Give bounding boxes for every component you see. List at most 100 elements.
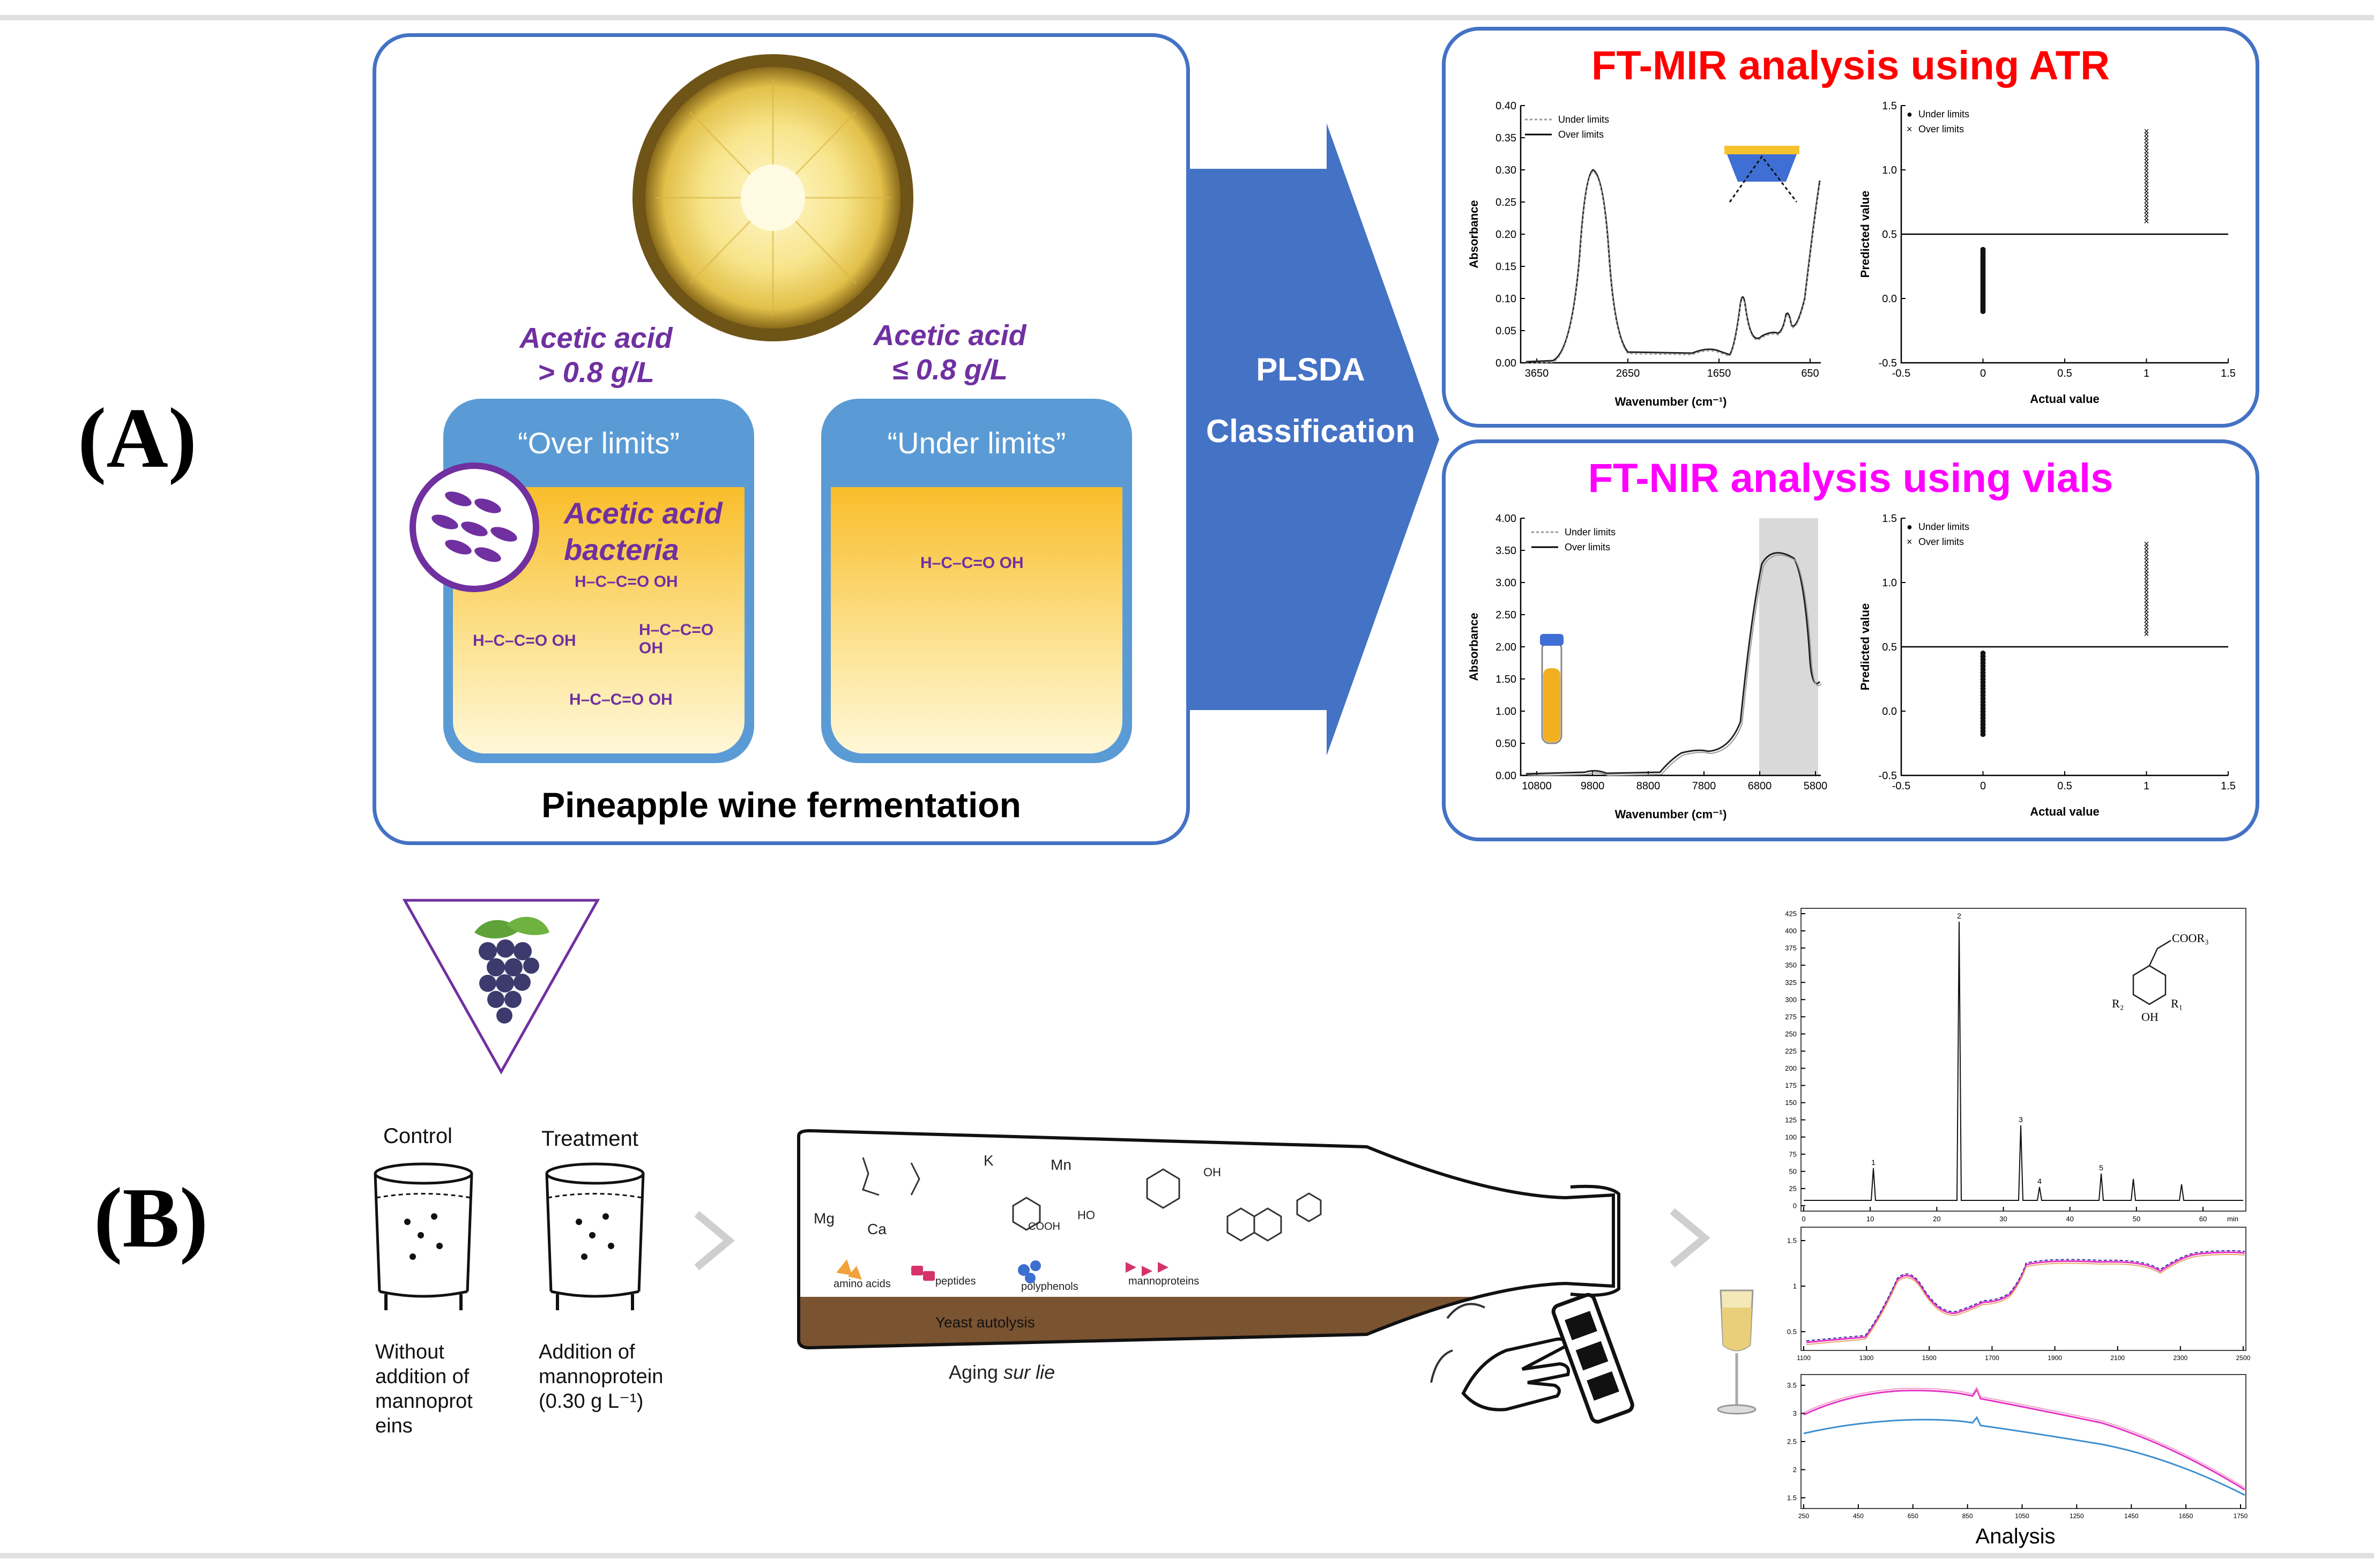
x-tick-label: 2650	[1616, 368, 1640, 379]
point-over: ×	[2144, 612, 2149, 623]
point-over: ×	[2144, 136, 2149, 147]
phenol-ring	[2132, 965, 2167, 1005]
y-tick-label: 0.00	[1495, 357, 1516, 369]
pineapple-slice-icon	[632, 54, 913, 341]
x-tick-label: 40	[2066, 1215, 2073, 1223]
point-over: ×	[2144, 176, 2149, 186]
x-axis-label: Actual value	[2030, 392, 2100, 406]
legend-label: Over limits	[1558, 129, 1604, 140]
x-tick-label: 10800	[1522, 780, 1552, 792]
y-tick-label: 275	[1785, 1013, 1797, 1021]
y-tick-label: 0.20	[1495, 229, 1516, 241]
bottle-ion-mg: Mg	[814, 1210, 835, 1227]
point-over: ×	[2144, 575, 2149, 586]
y-tick-label: 3.00	[1495, 577, 1516, 589]
point-over: ×	[2144, 150, 2149, 160]
hplc-chromatogram: 4254003753503253002752502252001751501251…	[1785, 908, 2246, 1223]
point-over: ×	[2144, 143, 2149, 153]
point-over: ×	[2144, 192, 2149, 203]
legend-label: Under limits	[1918, 109, 1969, 120]
point-over: ×	[2144, 579, 2149, 589]
side-chain	[2148, 939, 2171, 966]
y-tick-label: 75	[1789, 1150, 1797, 1158]
legend-marker: ×	[1907, 124, 1912, 135]
y-axis-label: Predicted value	[1858, 191, 1872, 278]
chromatogram-trace	[1804, 921, 2243, 1201]
y-tick-label: 0.05	[1495, 325, 1516, 337]
chevron-right-icon	[1670, 1208, 1710, 1267]
x-tick-label: 1650	[2179, 1512, 2193, 1520]
grape-icon	[402, 899, 600, 1075]
uvvis-line-magenta	[1803, 1387, 2245, 1491]
point-over: ×	[2144, 629, 2149, 639]
under-acid-header: Acetic acid ≤ 0.8 g/L	[873, 319, 1026, 386]
x-tick-label: 1900	[2048, 1354, 2062, 1362]
peak-label: 5	[2099, 1163, 2103, 1172]
point-over: ×	[2144, 585, 2149, 596]
bottle-ion-k: K	[984, 1152, 994, 1169]
ft-nir-spectrum: 4.003.503.002.502.001.501.000.500.001080…	[1467, 513, 1827, 821]
chevron-right-icon	[694, 1211, 735, 1270]
x-tick-label: 1700	[1985, 1354, 1999, 1362]
y-tick-label: 100	[1785, 1133, 1797, 1141]
atr-crystal-top	[1724, 146, 1799, 154]
vial-liquid	[1543, 668, 1560, 742]
x-tick-label: 1	[2144, 368, 2149, 379]
point-over: ×	[2144, 216, 2149, 227]
x-axis-label: Actual value	[2030, 805, 2100, 818]
y-tick-label: 0.5	[1882, 229, 1897, 241]
x-tick-label: 6800	[1748, 780, 1772, 792]
y-tick-label: -0.5	[1879, 770, 1897, 782]
x-tick-label: 0	[1980, 368, 1986, 379]
peak-label: 1	[1871, 1158, 1876, 1167]
point-over: ×	[2144, 602, 2149, 613]
y-tick-label: 125	[1785, 1116, 1797, 1124]
x-tick-label: 1300	[1859, 1354, 1874, 1362]
point-over: ×	[2144, 539, 2149, 549]
point-over: ×	[2144, 562, 2149, 573]
legend-marker: ×	[1907, 536, 1912, 547]
under-limits-vessel: “Under limits” H–C–C=O OH	[821, 399, 1132, 763]
y-tick-label: 0.0	[1882, 706, 1897, 718]
bottle-ion-ca: Ca	[867, 1221, 887, 1237]
molecule: H–C–C=O OH	[639, 621, 714, 657]
x-tick-label: 1.5	[2221, 368, 2236, 379]
bottle-oh: OH	[1203, 1166, 1221, 1179]
y-tick-label: 2	[1793, 1466, 1797, 1474]
point-over: ×	[2144, 213, 2149, 223]
point-over: ×	[2144, 545, 2149, 556]
y-tick-label: 0.15	[1495, 261, 1516, 273]
tag-peptides: peptides	[935, 1275, 976, 1287]
y-tick-label: 1	[1793, 1282, 1797, 1290]
tag-amino-acids: amino acids	[833, 1278, 891, 1290]
y-tick-label: 425	[1785, 910, 1797, 918]
point-over: ×	[2144, 569, 2149, 579]
peak-label: 3	[2019, 1115, 2023, 1124]
y-tick-label: 1.5	[1787, 1237, 1797, 1245]
x-tick-label: 0	[1980, 780, 1986, 792]
plot-frame	[1800, 908, 2246, 1212]
x-tick-label: 0	[1802, 1215, 1805, 1223]
x-tick-label: 450	[1853, 1512, 1864, 1520]
bottle-ho: HO	[1077, 1208, 1095, 1222]
ft-mir-title: FT-MIR analysis using ATR	[1591, 43, 2110, 88]
x-tick-label: -0.5	[1892, 780, 1910, 792]
fermentation-caption: Pineapple wine fermentation	[541, 785, 1021, 825]
molecule: H–C–C=O OH	[473, 632, 576, 649]
y-tick-label: 0.0	[1882, 293, 1897, 305]
point-over: ×	[2144, 173, 2149, 183]
classification-arrow	[1187, 123, 1439, 756]
x-tick-label: 1.5	[2221, 780, 2236, 792]
y-axis-label: Absorbance	[1467, 613, 1480, 681]
point-over: ×	[2144, 146, 2149, 156]
y-tick-label: 0.5	[1787, 1328, 1797, 1336]
y-tick-label: 3.5	[1787, 1382, 1797, 1390]
point-over: ×	[2144, 203, 2149, 213]
point-over: ×	[2144, 199, 2149, 210]
spectrum-line-over	[1525, 552, 1821, 775]
point-over: ×	[2144, 609, 2149, 619]
point-over: ×	[2144, 582, 2149, 593]
